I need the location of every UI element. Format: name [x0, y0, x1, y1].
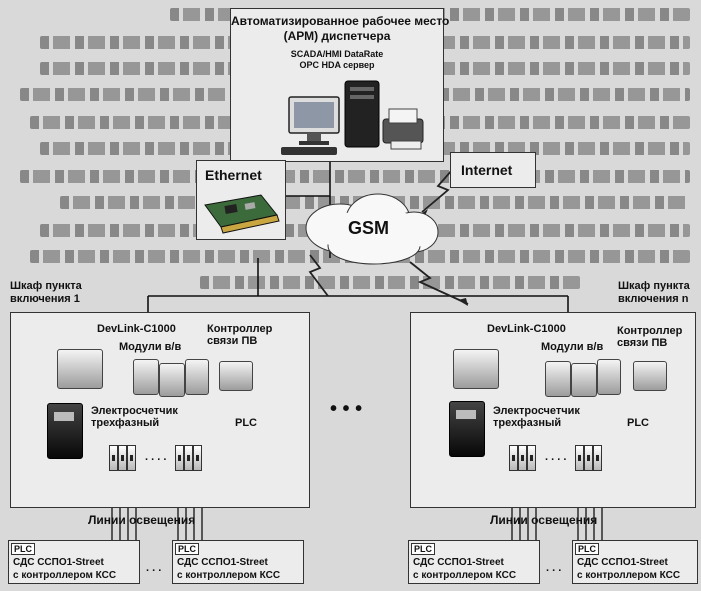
cabinet-n-label: Шкаф пункта [618, 280, 690, 292]
io-module [185, 359, 209, 395]
devlink-controller [453, 349, 499, 389]
breaker-dots: . . . . [145, 451, 167, 463]
lamp-controller: с контроллером КСС [577, 570, 681, 581]
circuit-breaker [509, 445, 518, 471]
io-module [159, 363, 185, 397]
io-module [133, 359, 159, 395]
ethernet-label: Ethernet [205, 167, 262, 183]
circuit-breaker [518, 445, 527, 471]
energy-meter [449, 401, 485, 457]
lamp-controller-box: PLC СДС ССПО1-Street с контроллером КСС [408, 540, 540, 584]
meter-label-line2: трехфазный [493, 417, 562, 429]
ethernet-box: Ethernet [196, 160, 286, 240]
lighting-lines-label: Линии освещения [88, 513, 196, 527]
gsm-label: GSM [348, 218, 390, 238]
lamp-dots: . . . [546, 562, 562, 574]
energy-meter [47, 403, 83, 459]
gsm-cloud-shape [305, 193, 439, 265]
cabinet-1-label: Шкаф пункта [10, 280, 82, 292]
circuit-breaker [109, 445, 118, 471]
scada-software-label: SCADA/HMI DataRate [290, 49, 384, 59]
cabinet-1-label-line2: включения 1 [10, 293, 80, 305]
more-cabinets-dots: • • • [330, 398, 363, 420]
cabinet-n-label-line2: включения n [618, 293, 689, 305]
cabinet-n-box: DevLink-C1000 Модули в/в Контроллер связ… [410, 312, 696, 508]
meter-label: Электросчетчик [91, 405, 178, 417]
controller-label-line2: связи ПВ [207, 335, 258, 347]
circuit-breaker [118, 445, 127, 471]
arm-title: Автоматизированное рабочее место [231, 14, 450, 28]
plc-label: PLC [627, 417, 649, 429]
cabinet-1-box: DevLink-C1000 Модули в/в Контроллер связ… [10, 312, 310, 508]
controller-label: Контроллер [617, 325, 683, 337]
devlink-label: DevLink-C1000 [487, 323, 566, 335]
meter-label-line2: трехфазный [91, 417, 160, 429]
circuit-breaker [175, 445, 184, 471]
lamp-controller-box: PLC СДС ССПО1-Street с контроллером КСС [172, 540, 304, 584]
circuit-breaker [527, 445, 536, 471]
plc-tag: PLC [575, 543, 599, 555]
lighting-lines-label: Линии освещения [490, 513, 598, 527]
lamp-model: СДС ССПО1-Street [577, 557, 668, 568]
computer-printer-icon [281, 80, 424, 155]
arm-workstation-box: Автоматизированное рабочее место (АРМ) д… [230, 8, 450, 162]
communication-controller [219, 361, 253, 391]
modules-label: Модули в/в [541, 341, 604, 353]
lamp-model: СДС ССПО1-Street [177, 557, 268, 568]
communication-controller [633, 361, 667, 391]
devlink-label: DevLink-C1000 [97, 323, 176, 335]
internet-label: Internet [461, 162, 513, 178]
io-module [597, 359, 621, 395]
circuit-breaker [593, 445, 602, 471]
opc-server-label: OPC HDA сервер [299, 60, 375, 70]
lamp-controller: с контроллером КСС [13, 570, 117, 581]
arm-subtitle: (АРМ) диспетчера [283, 29, 391, 43]
devlink-controller [57, 349, 103, 389]
lamp-model: СДС ССПО1-Street [413, 557, 504, 568]
lamp-controller: с контроллером КСС [413, 570, 517, 581]
circuit-breaker [584, 445, 593, 471]
lamp-model: СДС ССПО1-Street [13, 557, 104, 568]
meter-display [456, 410, 476, 419]
lamp-controller-box: PLC СДС ССПО1-Street с контроллером КСС [572, 540, 698, 584]
controller-label-line2: связи ПВ [617, 337, 668, 349]
circuit-breaker [575, 445, 584, 471]
lamp-controller: с контроллером КСС [177, 570, 281, 581]
circuit-breaker [184, 445, 193, 471]
meter-display [54, 412, 74, 421]
plc-label: PLC [235, 417, 257, 429]
lamp-controller-box: PLC СДС ССПО1-Street с контроллером КСС [8, 540, 140, 584]
breaker-dots: . . . . [545, 451, 567, 463]
meter-label: Электросчетчик [493, 405, 580, 417]
internet-box: Internet [450, 152, 536, 188]
lamp-dots: . . . [146, 562, 162, 574]
circuit-breaker [127, 445, 136, 471]
plc-tag: PLC [175, 543, 199, 555]
modules-label: Модули в/в [119, 341, 182, 353]
circuit-breaker [193, 445, 202, 471]
plc-tag: PLC [411, 543, 435, 555]
io-module [545, 361, 571, 397]
controller-label: Контроллер [207, 323, 273, 335]
network-card-icon [204, 194, 280, 234]
io-module [571, 363, 597, 397]
plc-tag: PLC [11, 543, 35, 555]
